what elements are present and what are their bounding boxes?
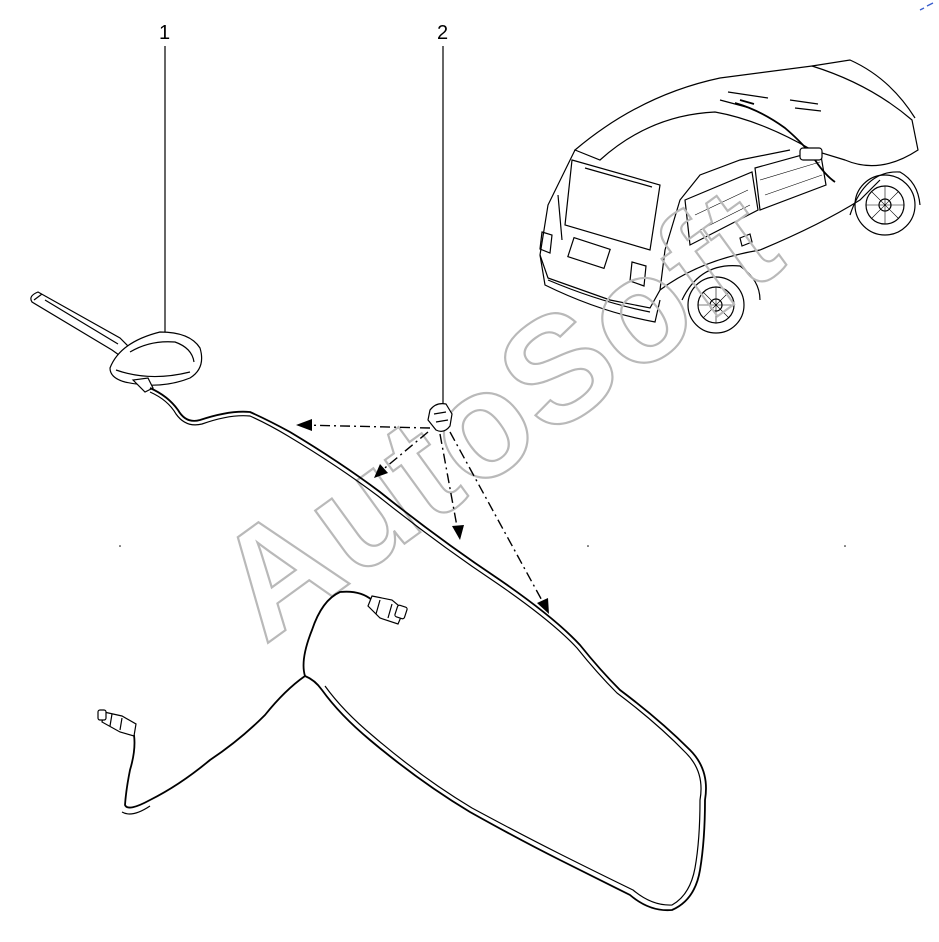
callout-2: 2 [437,22,448,405]
cable-connector-left-icon [97,709,137,737]
callout-2-label: 2 [437,22,448,44]
watermark-text: AutoSoft [185,153,809,670]
callout-1-label: 1 [159,22,170,44]
installation-arrows [296,419,549,614]
corner-mark [919,2,934,11]
callout-1: 1 [159,22,170,335]
cable-clip-icon [427,403,453,432]
watermark: AutoSoft [184,152,810,672]
drawing-marks [119,545,846,547]
vehicle-illustration [539,59,921,334]
antenna-cable [121,387,707,912]
cable-connector-middle-icon [367,595,408,625]
roof-antenna-icon [30,291,203,393]
